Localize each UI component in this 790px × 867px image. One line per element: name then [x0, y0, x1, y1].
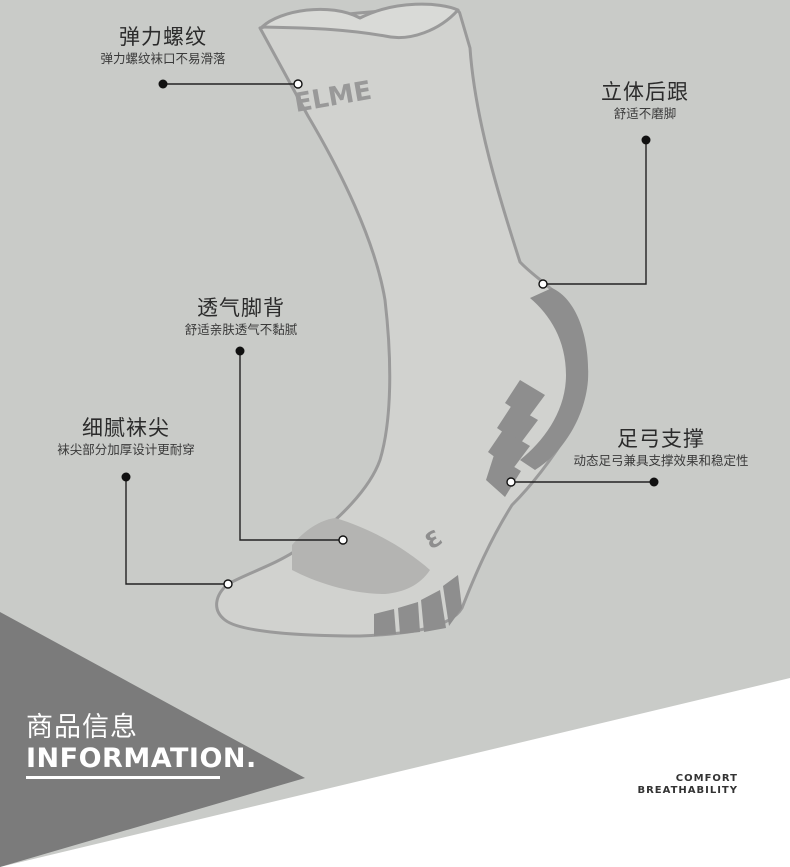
feature-title: 立体后跟 [601, 80, 689, 104]
endpoint-cuff [293, 79, 303, 89]
dark-triangle [0, 612, 305, 867]
feature-subtitle: 舒适亲肤透气不黏腻 [184, 322, 298, 337]
feature-arch-support: 足弓支撑 动态足弓兼具支撑效果和稳定性 [560, 426, 762, 470]
dot-arch [649, 477, 659, 487]
dot-instep [235, 346, 245, 356]
callout-lines [125, 83, 654, 585]
feature-title: 弹力螺纹 [119, 25, 207, 49]
feature-elastic-cuff: 弹力螺纹 弹力螺纹袜口不易滑落 [88, 24, 238, 68]
dot-cuff [158, 79, 168, 89]
info-title-en: INFORMATION. [26, 743, 257, 774]
info-heading: 商品信息 INFORMATION. [26, 712, 257, 774]
dot-heel [641, 135, 651, 145]
white-diagonal-band [0, 678, 790, 867]
info-underline [26, 776, 220, 779]
arch-stripes [486, 380, 545, 497]
feature-subtitle: 弹力螺纹袜口不易滑落 [100, 51, 226, 66]
callout-dots [121, 79, 659, 487]
feature-title: 透气脚背 [197, 296, 285, 320]
endpoint-heel [538, 279, 548, 289]
feature-subtitle: 袜尖部分加厚设计更耐穿 [57, 442, 195, 457]
mesh-patch [292, 518, 430, 594]
tagline-line2: BREATHABILITY [637, 785, 738, 796]
callout-endpoints [223, 79, 548, 589]
feature-title: 足弓支撑 [617, 427, 705, 451]
endpoint-arch [506, 477, 516, 487]
callout-line-instep [239, 351, 343, 541]
callout-line-heel [543, 140, 647, 285]
feature-title: 细腻袜尖 [82, 416, 170, 440]
endpoint-instep [338, 535, 348, 545]
heel-pad [520, 288, 589, 470]
feature-breathable-instep: 透气脚背 舒适亲肤透气不黏腻 [168, 295, 314, 339]
toe-stripes [374, 575, 462, 636]
sock-cuff-top [260, 2, 460, 40]
tagline: COMFORT BREATHABILITY [637, 773, 738, 797]
info-title-cn: 商品信息 [26, 712, 138, 743]
feature-subtitle: 舒适不磨脚 [613, 106, 677, 121]
feature-subtitle: 动态足弓兼具支撑效果和稳定性 [573, 453, 749, 468]
feature-3d-heel: 立体后跟 舒适不磨脚 [582, 79, 708, 123]
sock: Ɛ ELME [215, 2, 589, 638]
callout-line-toe [125, 477, 228, 585]
feature-toe: 细腻袜尖 袜尖部分加厚设计更耐穿 [46, 415, 206, 459]
tagline-line1: COMFORT [675, 773, 738, 784]
dot-toe [121, 472, 131, 482]
endpoint-toe [223, 579, 233, 589]
